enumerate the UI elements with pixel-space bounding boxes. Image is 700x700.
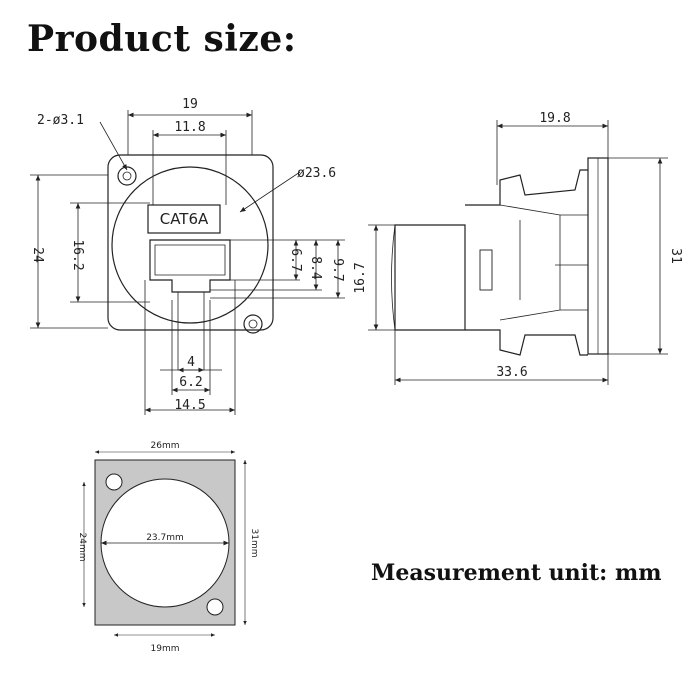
panel-cutout-labels: 26mm 24mm 31mm 23.7mm 19mm — [77, 441, 259, 654]
dim-b2: 6.2 — [179, 375, 202, 390]
port-label: CAT6A — [160, 210, 209, 228]
dim-d2: 8.4 — [308, 256, 323, 280]
dim-length: 33.6 — [496, 365, 527, 380]
front-plate — [107, 154, 274, 331]
dim-d1: 6.7 — [288, 248, 303, 271]
side-body — [394, 224, 466, 331]
panel-cutout — [82, 450, 247, 637]
dim-panel-diameter: 23.7mm — [146, 533, 184, 543]
dim-body-height: 16.7 — [353, 262, 368, 293]
page-title: Product size: — [27, 18, 297, 60]
side-view — [368, 120, 668, 385]
rj45-port — [149, 239, 231, 293]
front-circle — [111, 166, 269, 324]
measurement-unit-note: Measurement unit: mm — [371, 560, 662, 586]
dim-height: 24 — [30, 247, 45, 263]
side-view-labels: 19.8 31 16.7 33.6 — [353, 111, 683, 380]
dim-inner-width: 11.8 — [174, 120, 205, 135]
dim-panel-inner-height: 24mm — [77, 533, 87, 562]
mounting-hole-top-left — [117, 166, 137, 186]
panel-hole-bottom-right — [206, 598, 224, 616]
front-view — [30, 110, 345, 415]
side-housing-top — [465, 169, 588, 206]
dim-inner-height: 16.2 — [70, 239, 85, 270]
mounting-hole-bottom-right — [243, 314, 263, 334]
dim-holes: 2-ø3.1 — [37, 113, 84, 128]
cat6a-label-box — [147, 204, 221, 234]
dim-b3: 14.5 — [174, 398, 205, 413]
dim-b1: 4 — [187, 355, 195, 370]
dim-depth-top: 19.8 — [539, 111, 570, 126]
dim-panel-width: 26mm — [151, 441, 180, 451]
dim-panel-bottom-width: 19mm — [151, 644, 180, 654]
dim-panel-height: 31mm — [249, 529, 259, 558]
side-housing-bottom — [465, 329, 588, 356]
front-view-labels: 19 11.8 2-ø3.1 ø23.6 24 16.2 CAT6A 6.7 8… — [30, 97, 345, 413]
dim-side-height: 31 — [668, 248, 683, 264]
panel-hole-top-left — [105, 473, 123, 491]
dim-diameter: ø23.6 — [297, 166, 336, 181]
dim-width: 19 — [182, 97, 198, 112]
dim-d3: 9.7 — [330, 258, 345, 281]
